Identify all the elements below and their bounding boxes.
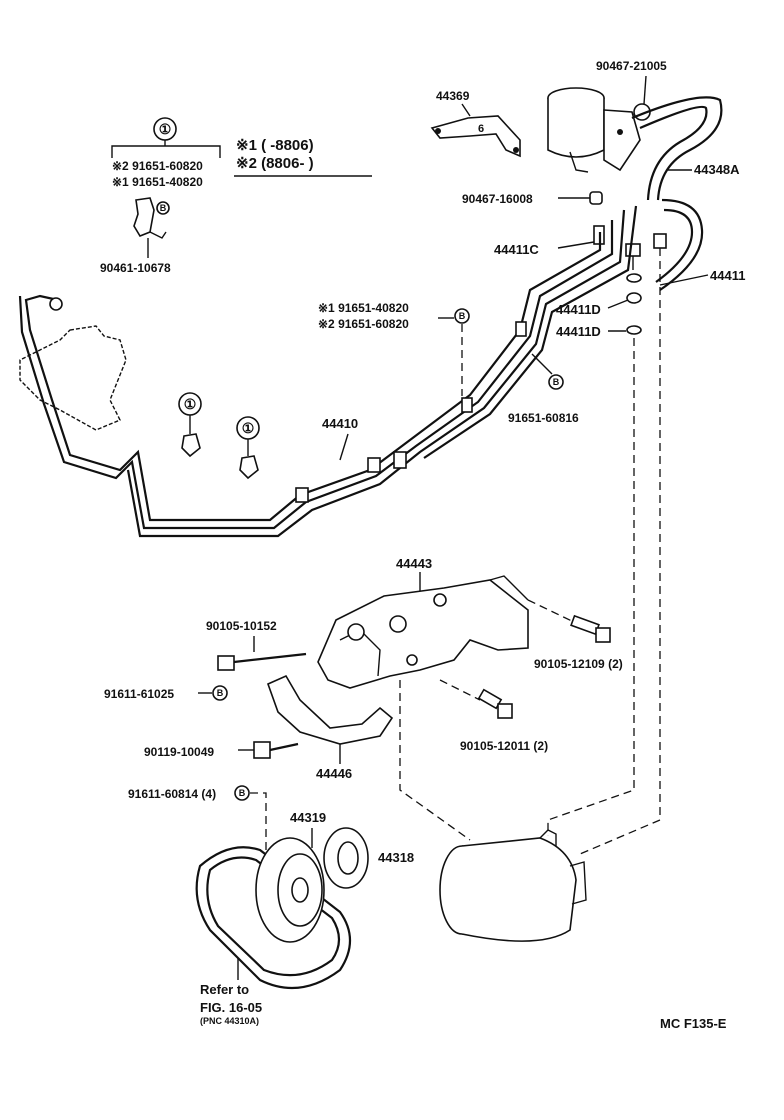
kit-part-2: ※2 91651-60820 <box>112 159 203 173</box>
ref-b-marker-1: B <box>459 311 466 321</box>
part-90105-12109: 90105-12109 (2) <box>534 657 623 671</box>
kit-part-1: ※1 91651-40820 <box>112 175 203 189</box>
part-91611-60814: 91611-60814 (4) <box>128 787 216 801</box>
legend-note-2: ※2 (8806- ) <box>236 155 314 172</box>
drive-belt <box>195 846 351 990</box>
pnc-ref: (PNC 44310A) <box>200 1016 259 1026</box>
bracket-44369: 44369 6 <box>430 89 521 158</box>
tube-circle-marker-1: ① <box>184 396 197 412</box>
part-44348A: 44348A <box>694 162 740 177</box>
part-91611-61025: 91611-61025 <box>104 687 174 701</box>
ref-b-marker-2: B <box>553 377 560 387</box>
kit-circle-marker: ① <box>159 121 172 137</box>
refer-to-text: Refer to <box>200 982 249 997</box>
plate-44318 <box>323 827 369 889</box>
part-90461-10678: 90461-10678 <box>100 261 171 275</box>
part-44411D-upper: 44411D <box>556 302 601 317</box>
part-90105-10152: 90105-10152 <box>206 619 277 633</box>
part-44319: 44319 <box>290 810 326 825</box>
part-44443: 44443 <box>396 556 432 571</box>
tube-circle-marker-2: ① <box>242 420 255 436</box>
pump-bracket-44443 <box>317 575 529 689</box>
kit-b-marker: B <box>160 203 167 213</box>
bolt-b-marker-1: B <box>217 688 224 698</box>
figure-code: MC F135-E <box>660 1016 727 1031</box>
bolt-b-marker-2: B <box>239 788 246 798</box>
ref-91651-60820: ※2 91651-60820 <box>318 317 409 331</box>
part-44446: 44446 <box>316 766 352 781</box>
clamp-kit-group: ① ※2 91651-60820 ※1 91651-40820 B 90461-… <box>100 117 221 275</box>
part-44411C: 44411C <box>494 242 539 257</box>
part-44318: 44318 <box>378 850 414 865</box>
svg-text:6: 6 <box>478 123 484 135</box>
legend-note-1: ※1 ( -8806) <box>236 137 314 154</box>
figure-ref: FIG. 16-05 <box>200 1000 262 1015</box>
part-44410: 44410 <box>322 416 358 431</box>
part-90119-10049: 90119-10049 <box>144 745 214 759</box>
part-44369: 44369 <box>436 89 470 103</box>
reservoir <box>547 87 641 173</box>
legend-notes: ※1 ( -8806) ※2 (8806- ) <box>234 137 372 177</box>
part-44411: 44411 <box>710 268 745 283</box>
part-90105-12011: 90105-12011 (2) <box>460 739 548 753</box>
pressure-tube-44410 <box>18 205 638 538</box>
ref-91651-40820: ※1 91651-40820 <box>318 301 409 315</box>
part-90467-16008: 90467-16008 <box>462 192 533 206</box>
pulley-44319 <box>255 837 325 943</box>
part-90467-21005: 90467-21005 <box>596 59 667 73</box>
pump-body <box>439 829 587 942</box>
part-44411D-lower: 44411D <box>556 324 601 339</box>
part-91651-60816: 91651-60816 <box>508 411 579 425</box>
